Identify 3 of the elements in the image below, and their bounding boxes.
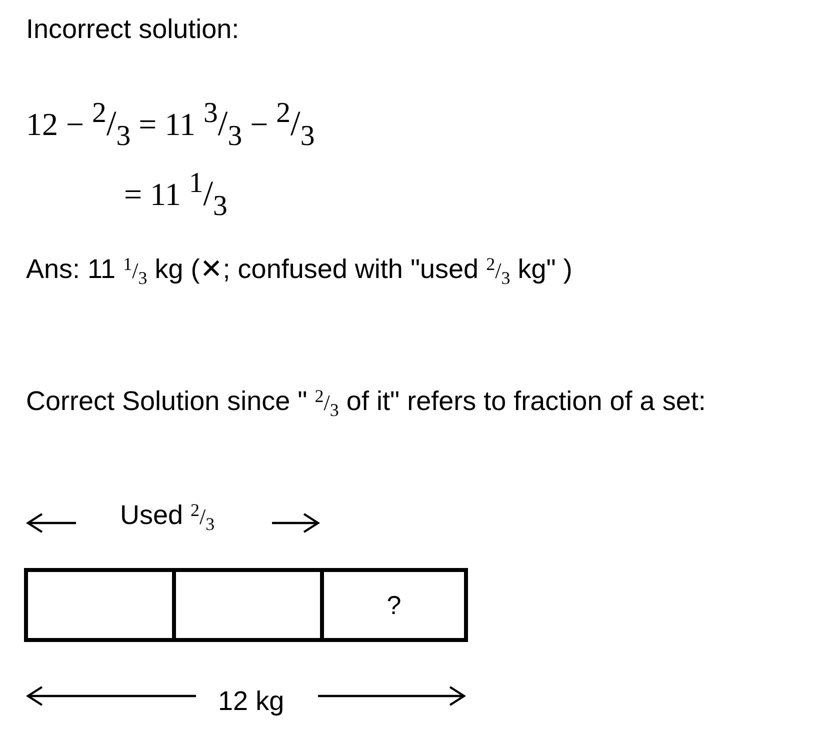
heading: Incorrect solution: — [26, 13, 240, 46]
dimension-label: 12 kg — [218, 685, 284, 718]
question-mark-text: ? — [386, 590, 402, 620]
